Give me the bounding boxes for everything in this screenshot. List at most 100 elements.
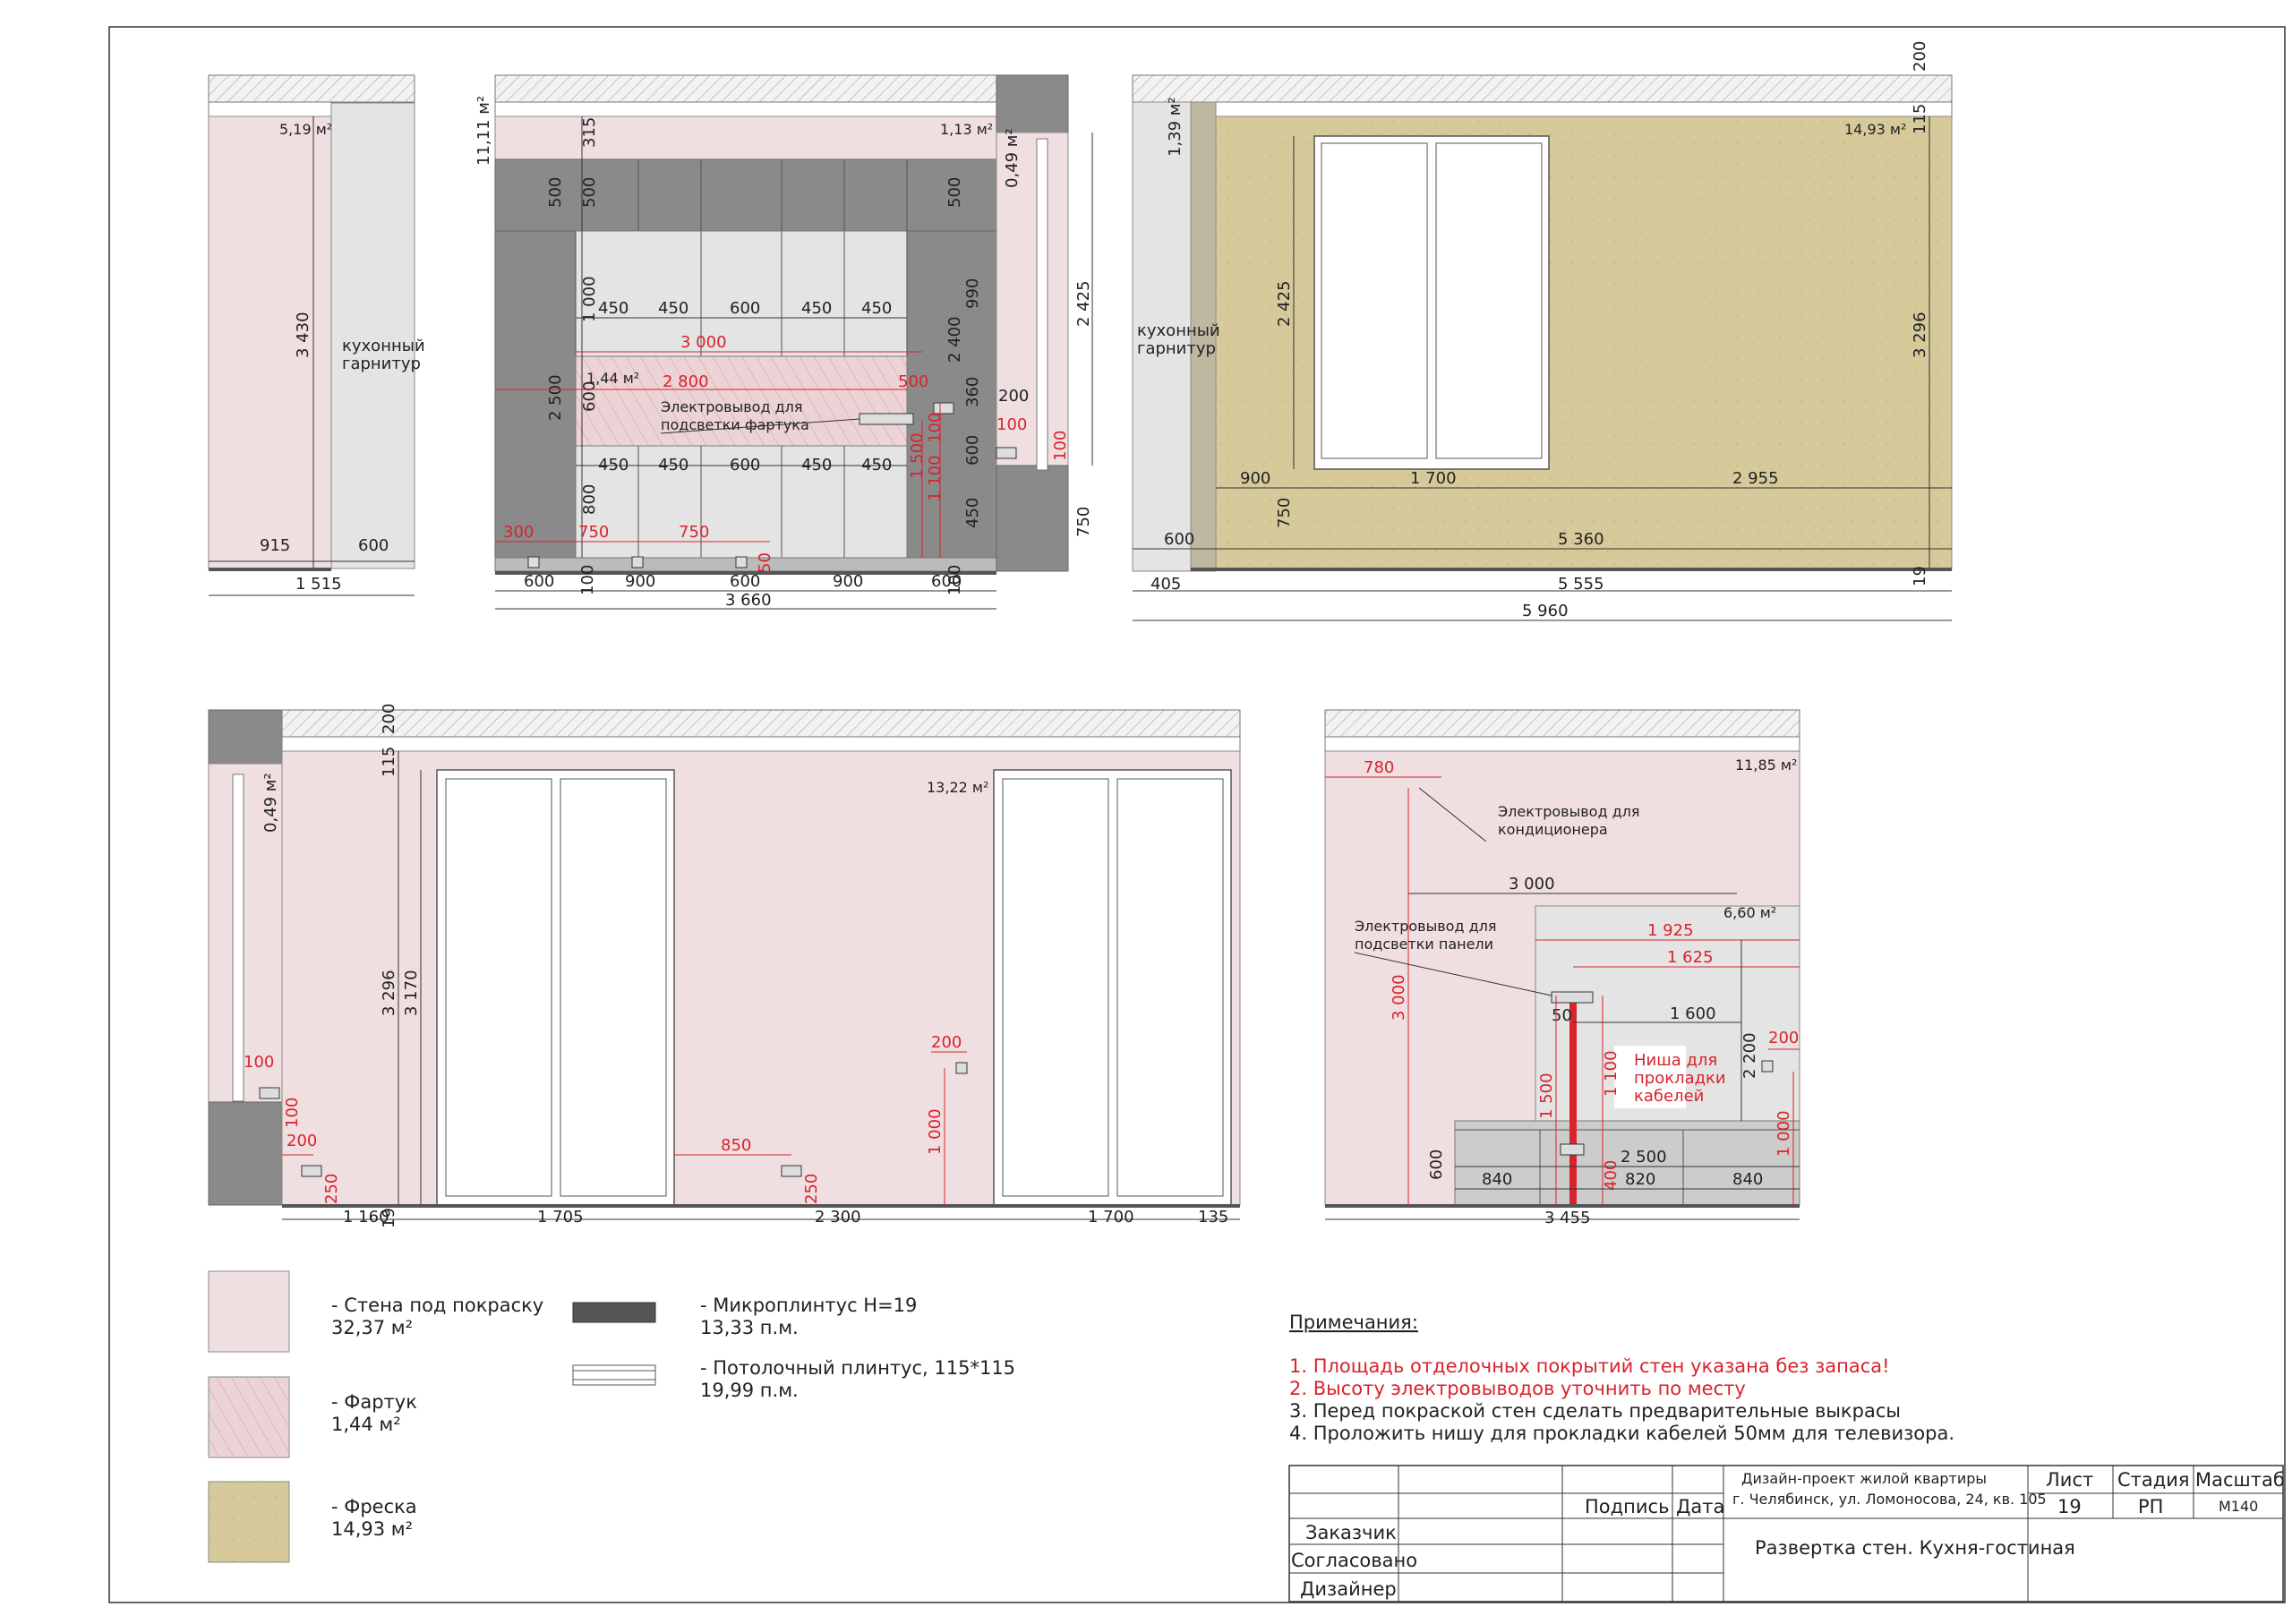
elev5-r780: 780: [1364, 758, 1394, 777]
elev5-d600: 600: [1427, 1150, 1446, 1180]
elev2-b450-2: 600: [730, 456, 760, 474]
elevation-3: 14,93 м² 1,39 м² кухонный гарнитур 2 425…: [1132, 41, 1953, 621]
elev2-v600b: 600: [963, 435, 982, 466]
elev3-label2: гарнитур: [1137, 339, 1216, 358]
tb-customer: Заказчик: [1305, 1522, 1397, 1543]
elev5-r1500: 1 500: [1537, 1073, 1556, 1119]
elev5-r200: 200: [1768, 1029, 1799, 1047]
elev5-niche2: прокладки: [1634, 1069, 1726, 1088]
elev1-area: 5,19 м²: [279, 121, 332, 138]
elev5-niche3: кабелей: [1634, 1087, 1704, 1106]
elev3-label1: кухонный: [1137, 321, 1220, 340]
elev3-d2955: 2 955: [1732, 469, 1779, 488]
elev2-v750: 750: [1074, 507, 1093, 537]
elev4-d1700: 1 700: [1088, 1208, 1134, 1227]
elev2-t450-3: 450: [801, 299, 832, 318]
elev3-d1700: 1 700: [1410, 469, 1457, 488]
legend-apron-label: - Фартук: [331, 1391, 417, 1413]
elev2-v2425: 2 425: [1074, 280, 1093, 327]
elev5-area: 11,85 м²: [1735, 756, 1797, 774]
sheet-frame: [108, 26, 2286, 1603]
elev5-r1625: 1 625: [1667, 948, 1714, 967]
elev2-area-wall: 11,11 м²: [475, 96, 493, 166]
elev5-d2200: 2 200: [1740, 1032, 1759, 1079]
elev3-v3296: 3 296: [1911, 312, 1929, 358]
elev2-bottom-2: 900: [625, 572, 655, 591]
legend-fresco-value: 14,93 м²: [331, 1518, 413, 1540]
elev5-electro-p1: Электровывод для: [1355, 918, 1497, 935]
elev5-area-panel: 6,60 м²: [1723, 904, 1776, 921]
elev2-v500b: 500: [580, 177, 599, 208]
elev5-electro-ac2: кондиционера: [1498, 821, 1608, 838]
elev3-v750: 750: [1275, 498, 1294, 528]
notes-item-3: 3. Перед покраской стен сделать предвари…: [1289, 1400, 1901, 1422]
elev4-r250a: 250: [322, 1174, 341, 1204]
elev4-d135: 135: [1198, 1208, 1228, 1227]
elev2-r100c: 100: [1051, 431, 1070, 461]
elev5-r1100: 1 100: [1602, 1050, 1621, 1097]
elev2-r50: 50: [756, 552, 774, 573]
elev4-v3296: 3 296: [380, 970, 398, 1016]
tb-approved: Согласовано: [1291, 1550, 1417, 1571]
elev2-bottom-3: 600: [730, 572, 760, 591]
elev1-height: 3 430: [294, 312, 312, 358]
legend-paint-swatch: [208, 1270, 290, 1353]
elev5-niche1: Ниша для: [1634, 1051, 1717, 1070]
elev5-r1925: 1 925: [1647, 921, 1694, 940]
elev4-r100b: 100: [283, 1098, 302, 1128]
elev4-v115: 115: [380, 747, 398, 777]
elevation-1: 5,19 м² 3 430 кухонный гарнитур 915 600 …: [208, 74, 425, 596]
legend-ceiling-plinth-value: 19,99 п.м.: [700, 1380, 799, 1401]
elev5-d840a: 840: [1482, 1170, 1512, 1189]
title-block: Подпись Дата Заказчик Согласовано Дизайн…: [1288, 1465, 2285, 1603]
elev2-b450-4: 450: [861, 456, 892, 474]
elev2-b450-0: 450: [598, 456, 629, 474]
elev2-v600: 600: [580, 381, 599, 412]
elev1-total: 1 515: [295, 575, 342, 594]
notes-heading: Примечания:: [1289, 1312, 1418, 1333]
notes-item-2: 2. Высоту электровыводов уточнить по мес…: [1289, 1378, 1746, 1399]
tb-project-line1: Дизайн-проект жилой квартиры: [1741, 1470, 1987, 1487]
elev5-electro-p2: подсветки панели: [1355, 936, 1493, 953]
elev2-v315: 315: [580, 117, 599, 148]
tb-project-line2: г. Челябинск, ул. Ломоносова, 24, кв. 10…: [1732, 1491, 2047, 1508]
elev3-total: 5 960: [1522, 602, 1569, 620]
elev2-area-apron: 1,44 м²: [586, 370, 639, 387]
legend-microplinth-swatch: [572, 1302, 656, 1323]
elev2-t450-1: 450: [658, 299, 688, 318]
elev2-v2400: 2 400: [945, 316, 964, 363]
elev4-r250b: 250: [802, 1174, 821, 1204]
elev5-d2500: 2 500: [1621, 1148, 1667, 1167]
elev2-r3000: 3 000: [680, 333, 727, 352]
elev5-electro-ac1: Электровывод для: [1498, 803, 1640, 820]
elev2-bottom-0: 600: [524, 572, 554, 591]
elev2-v1000: 1 000: [580, 276, 599, 322]
elev2-r750b: 750: [679, 523, 709, 542]
tb-scale: М140: [2219, 1498, 2258, 1515]
tb-designer: Дизайнер: [1300, 1578, 1397, 1600]
elev3-v200: 200: [1911, 41, 1929, 72]
elev2-r100a: 100: [926, 413, 945, 443]
elev2-v800: 800: [580, 484, 599, 515]
elev5-r1000: 1 000: [1775, 1110, 1793, 1157]
elev4-v3170: 3 170: [402, 970, 421, 1016]
legend-ceiling-plinth-label: - Потолочный плинтус, 115*115: [700, 1357, 1015, 1379]
elev5-d50: 50: [1552, 1006, 1572, 1025]
tb-signature-label: Подпись: [1585, 1496, 1669, 1517]
elev4-r100a: 100: [244, 1053, 274, 1072]
tb-sheet-label: Лист: [2046, 1469, 2093, 1491]
notes-item-1: 1. Площадь отделочных покрытий стен указ…: [1289, 1355, 1890, 1377]
elev4-d2300: 2 300: [815, 1208, 861, 1227]
elev2-area-side: 0,49 м²: [1003, 128, 1022, 188]
tb-stage-label: Стадия: [2117, 1469, 2190, 1491]
elev2-t450-4: 450: [861, 299, 892, 318]
elev2-b450-3: 450: [801, 456, 832, 474]
legend-paint-value: 32,37 м²: [331, 1317, 413, 1338]
elev3-v2425: 2 425: [1275, 280, 1294, 327]
elevation-5: 11,85 м² 6,60 м² 780 Электровывод для ко…: [1324, 709, 1800, 1227]
elev2-r1100: 1 100: [926, 455, 945, 501]
legend-ceiling-plinth-swatch: [572, 1364, 656, 1386]
elev2-v200: 200: [998, 387, 1029, 406]
notes-item-4: 4. Проложить нишу для прокладки кабелей …: [1289, 1423, 1954, 1444]
